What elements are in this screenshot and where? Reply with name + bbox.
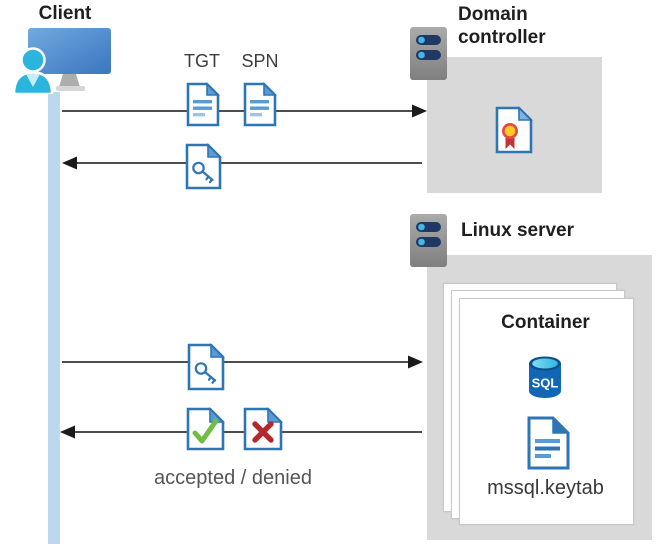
container-label: Container bbox=[501, 312, 590, 333]
client-lifeline-bar bbox=[48, 92, 60, 544]
document-key-icon bbox=[187, 343, 225, 391]
document-x-icon bbox=[243, 407, 283, 451]
server-rack-icon bbox=[410, 27, 447, 80]
keytab-filename-label: mssql.keytab bbox=[487, 477, 604, 499]
tgt-document-text-icon bbox=[186, 82, 220, 127]
arrowhead-right-icon bbox=[412, 104, 427, 118]
keytab-document-text-icon bbox=[527, 416, 570, 470]
arrowhead-left-icon bbox=[60, 425, 75, 439]
client-user-monitor-icon bbox=[12, 28, 111, 94]
sql-badge-label: SQL bbox=[532, 376, 559, 391]
client-label: Client bbox=[38, 3, 92, 24]
spn-label: SPN bbox=[241, 51, 279, 71]
tgt-label: TGT bbox=[184, 51, 220, 71]
arrowhead-left-icon bbox=[62, 156, 77, 170]
container-card bbox=[459, 298, 634, 525]
spn-document-text-icon bbox=[243, 82, 277, 127]
domain-controller-label: Domain controller bbox=[458, 4, 546, 48]
server-rack-icon bbox=[410, 214, 447, 267]
document-certificate-icon bbox=[495, 106, 533, 154]
document-check-icon bbox=[186, 407, 225, 451]
document-key-icon bbox=[185, 143, 222, 190]
linux-server-label: Linux server bbox=[461, 220, 574, 241]
arrowhead-right-icon bbox=[408, 355, 423, 369]
sql-database-icon: SQL bbox=[529, 356, 561, 398]
accepted-denied-label: accepted / denied bbox=[154, 467, 312, 489]
